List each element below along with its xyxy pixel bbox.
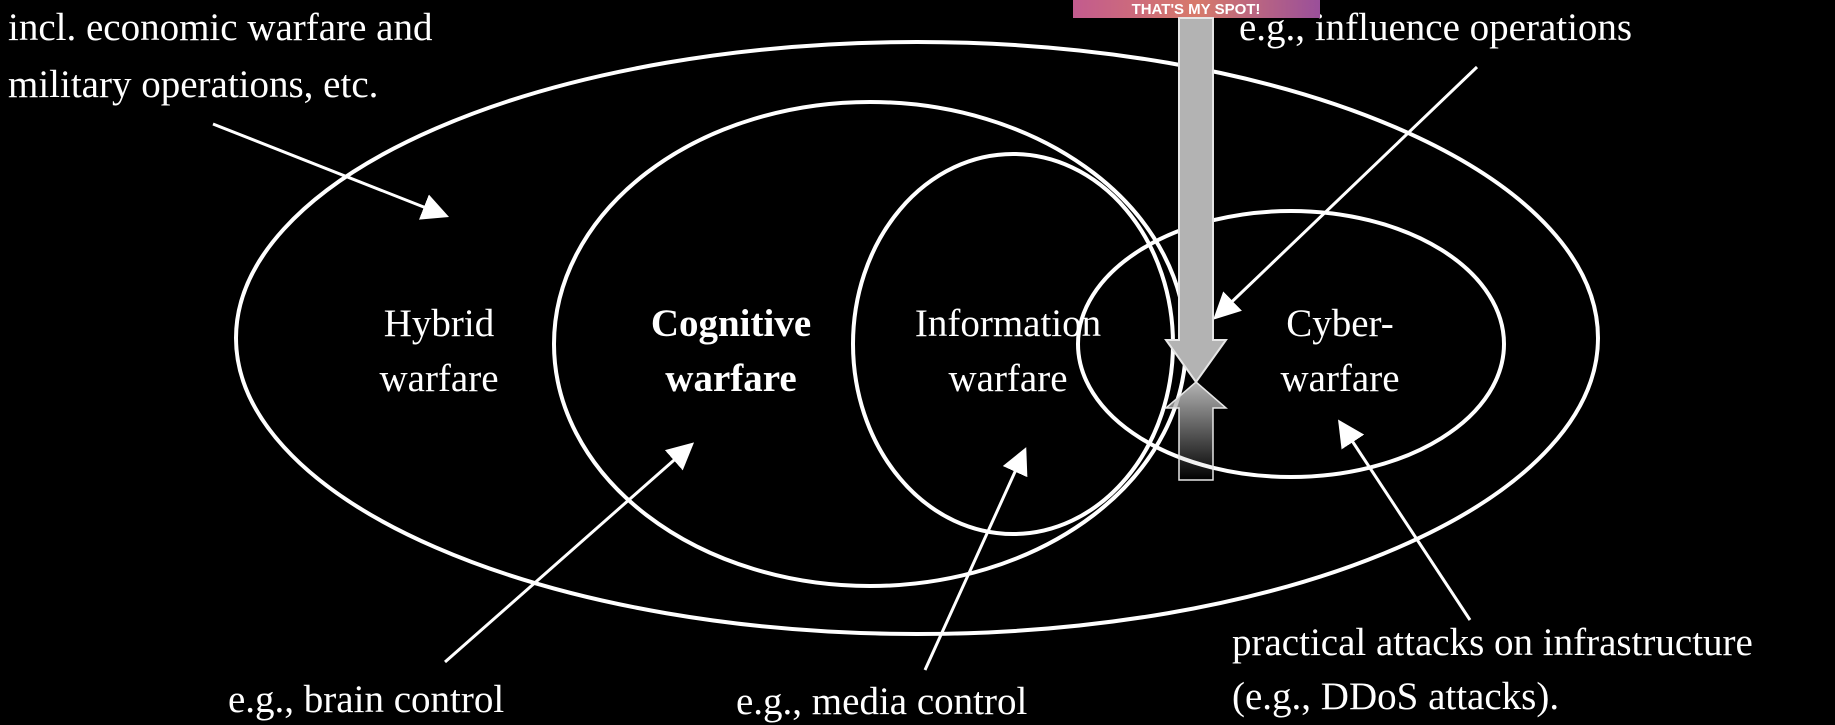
cyber-note-line2: (e.g., DDoS attacks). bbox=[1232, 675, 1559, 718]
meme-overlay: THAT'S MY SPOT! bbox=[1073, 0, 1320, 481]
meme-banner bbox=[1073, 0, 1320, 18]
cyber-note-line1: practical attacks on infrastructure bbox=[1232, 621, 1753, 664]
cognitive-warfare-label: Cognitive bbox=[651, 302, 811, 345]
information-note: e.g., media control bbox=[736, 680, 1027, 723]
meme-banner-text: THAT'S MY SPOT! bbox=[1132, 1, 1261, 18]
information-warfare-label-line2: warfare bbox=[948, 357, 1067, 400]
overlay-down-arrow bbox=[1164, 17, 1228, 384]
hybrid-note-line2: military operations, etc. bbox=[8, 63, 378, 106]
cognitive-note: e.g., brain control bbox=[228, 678, 504, 721]
hybrid-note-line1: incl. economic warfare and bbox=[8, 6, 433, 49]
cyberwarfare-ring bbox=[1076, 209, 1506, 479]
cognitive-warfare-label-line2: warfare bbox=[665, 357, 796, 400]
cognitive-note-arrow bbox=[444, 442, 695, 664]
information-note-arrow bbox=[923, 447, 1028, 671]
hybrid-note-arrow bbox=[212, 122, 450, 220]
overlay-up-arrow bbox=[1163, 381, 1229, 481]
influence-note-arrow bbox=[1213, 65, 1479, 320]
hybrid-warfare-ring bbox=[234, 40, 1600, 636]
hybrid-warfare-label: Hybrid bbox=[384, 302, 495, 345]
information-warfare-label: Information bbox=[915, 302, 1101, 345]
cyber-note-arrow bbox=[1338, 419, 1472, 621]
hybrid-warfare-label-line2: warfare bbox=[379, 357, 498, 400]
cyberwarfare-label: Cyber- bbox=[1286, 302, 1394, 345]
cyberwarfare-label-line2: warfare bbox=[1280, 357, 1399, 400]
